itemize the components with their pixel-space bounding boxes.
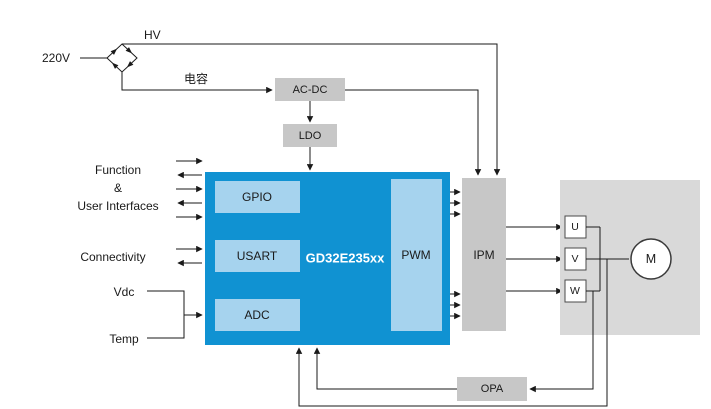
phase-w-label: W — [570, 285, 580, 297]
gpio-block — [215, 181, 300, 213]
function-label-line1: Function — [95, 163, 141, 177]
hv-to-ipm-wire — [122, 43, 501, 176]
temp-label: Temp — [109, 332, 139, 346]
hv-label: HV — [144, 28, 161, 42]
diode-icon — [125, 47, 133, 54]
opa-block — [457, 377, 527, 401]
mains-voltage-label: 220V — [42, 51, 70, 65]
diode-icon — [126, 61, 134, 68]
adc-label: ADC — [244, 308, 270, 322]
usart-label: USART — [237, 249, 278, 263]
mains-to-acdc-wire — [121, 72, 273, 94]
ldo-label: LDO — [299, 130, 322, 142]
diode-icon — [111, 62, 119, 69]
motor-icon — [630, 238, 672, 280]
usart-block — [215, 240, 300, 272]
motor-label: M — [646, 252, 656, 266]
ipm-block — [462, 178, 506, 331]
bridge-diamond — [106, 43, 138, 73]
pwm-block — [391, 179, 442, 331]
phase-v-label: V — [571, 253, 578, 265]
function-label-line2: & — [114, 181, 122, 195]
sensor-input-bracket-wire — [147, 290, 185, 339]
mcu-part-number-label: GD32E235xx — [306, 251, 386, 266]
voltage-sense-to-adc-wire — [295, 259, 608, 407]
capacitor-label: 电容 — [184, 71, 208, 86]
connectivity-label: Connectivity — [80, 250, 145, 264]
acdc-to-ipm-wire — [345, 89, 482, 176]
ipm-label: IPM — [473, 248, 494, 262]
phase-u-label: U — [571, 221, 579, 233]
function-label-line3: User Interfaces — [77, 199, 158, 213]
acdc-label: AC-DC — [293, 84, 328, 96]
current-sense-to-opa-wire — [529, 291, 594, 393]
ldo-block — [283, 124, 337, 147]
pwm-label: PWM — [401, 248, 430, 262]
opa-label: OPA — [481, 383, 504, 395]
adc-block — [215, 299, 300, 331]
opa-to-adc-wire — [313, 347, 457, 390]
vdc-label: Vdc — [114, 285, 135, 299]
bridge-rectifier-icon — [106, 43, 138, 73]
acdc-block — [275, 78, 345, 101]
diode-icon — [110, 48, 118, 55]
gpio-label: GPIO — [242, 190, 272, 204]
